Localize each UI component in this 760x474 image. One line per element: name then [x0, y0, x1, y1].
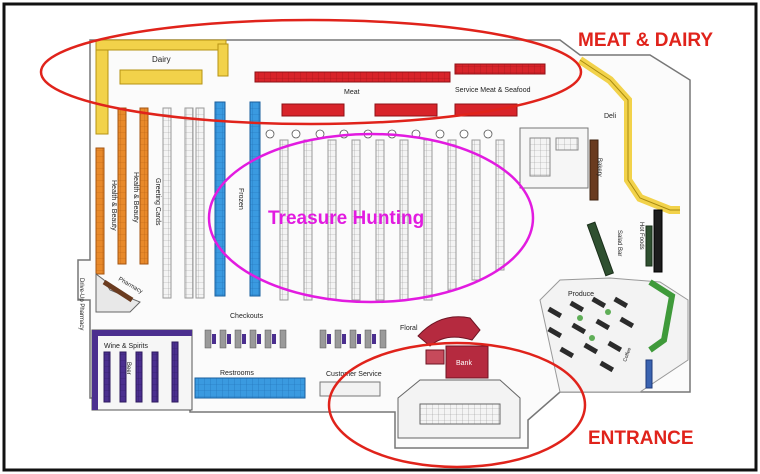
frozen-label: Frozen — [237, 188, 244, 210]
checkouts-label: Checkouts — [230, 313, 264, 320]
floral-bank-area: Floral Bank — [400, 316, 489, 379]
dairy-area: Dairy — [95, 39, 229, 135]
restrooms-label: Restrooms — [220, 370, 254, 377]
deli-bakery-area: Deli Bakery — [519, 56, 680, 214]
entrance-highlight — [327, 341, 587, 469]
drive-up-pharmacy-label: Drive-Up Pharmacy — [78, 278, 84, 330]
health-beauty-label-2: Health & Beauty — [132, 172, 139, 223]
floral-label: Floral — [400, 325, 418, 332]
meat-area: Meat Service Meat & Seafood — [254, 63, 546, 117]
customer-service-label: Customer Service — [326, 371, 382, 378]
health-beauty-area: Health & Beauty Health & Beauty Greeting… — [95, 107, 172, 299]
coffee-label: Coffee — [622, 347, 633, 363]
entrance-callout: ENTRANCE — [588, 428, 694, 449]
entrance-area — [397, 379, 521, 439]
produce-label: Produce — [568, 291, 594, 298]
dairy-label: Dairy — [152, 55, 171, 64]
produce-area: Produce Coffee — [539, 277, 689, 393]
greeting-cards-label: Greeting Cards — [154, 178, 161, 226]
meat-dairy-callout: MEAT & DAIRY — [578, 30, 713, 51]
deli-label: Deli — [604, 113, 617, 120]
salad-hot-foods-area: Salad Bar Hot Foods — [586, 209, 663, 277]
treasure-hunting-highlight — [207, 132, 535, 304]
bakery-label: Bakery — [596, 158, 602, 177]
wine-spirits-area: Wine & Spirits Beer — [91, 329, 193, 411]
wine-spirits-label: Wine & Spirits — [104, 343, 148, 350]
service-meat-label: Service Meat & Seafood — [455, 87, 531, 94]
meat-dairy-highlight — [39, 18, 583, 126]
hot-foods-label: Hot Foods — [638, 222, 644, 250]
grocery-aisles: Frozen — [184, 101, 505, 301]
beer-label: Beer — [125, 362, 131, 375]
health-beauty-label-1: Health & Beauty — [110, 180, 117, 231]
treasure-hunting-callout: Treasure Hunting — [268, 208, 424, 229]
meat-label: Meat — [344, 89, 360, 96]
salad-bar-label: Salad Bar — [616, 230, 622, 256]
bank-label: Bank — [456, 360, 472, 367]
checkouts-area: Checkouts — [204, 313, 387, 349]
